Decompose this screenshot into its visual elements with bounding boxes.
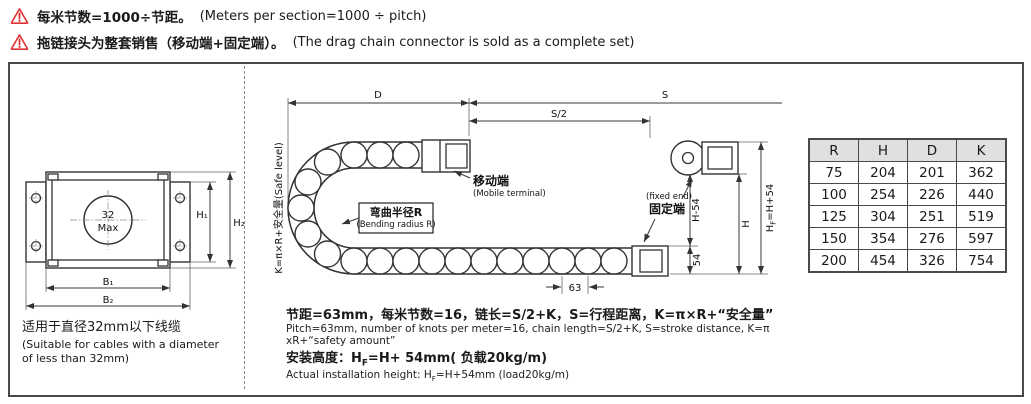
col-header-d: D — [907, 138, 957, 162]
warning-text-zh: 每米节数=1000÷节距。 — [37, 10, 192, 26]
table-row: 75 204 201 362 — [808, 161, 1007, 184]
cell: 75 — [808, 161, 859, 184]
caption-en-line2: of less than 32mm) — [22, 352, 130, 366]
cell: 254 — [858, 183, 908, 206]
cell: 354 — [858, 227, 908, 250]
dim-h-label: H — [741, 220, 752, 228]
dim-b1-label: B₁ — [103, 277, 114, 288]
cell: 326 — [907, 249, 957, 273]
table-row: 150 354 276 597 — [808, 227, 1007, 250]
cell: 251 — [907, 205, 957, 228]
width-dimensions: B₁ B₂ — [25, 262, 191, 310]
bend-label-en: (Bending radius R) — [356, 220, 435, 230]
warning-text-en: (The drag chain connector is sold as a c… — [292, 34, 635, 50]
dim-hf-label: HF=H+54 — [765, 184, 778, 233]
mobile-terminal-label: 移动端 (Mobile terminal) — [453, 170, 546, 199]
warning-text-zh: 拖链接头为整套销售（移动端+固定端）。 — [37, 36, 285, 52]
dim-d-label: D — [374, 90, 382, 101]
dim-s: S — [469, 90, 782, 106]
cell: 125 — [808, 205, 859, 228]
cell: 597 — [956, 227, 1007, 250]
warning-icon — [10, 8, 29, 24]
dim-b2-label: B₂ — [103, 295, 114, 306]
cell: 200 — [808, 249, 859, 273]
mobile-end-bracket — [421, 139, 471, 173]
k-formula-label: K=π×R+安全量(Safe level) — [272, 142, 285, 274]
mobile-label-zh: 移动端 — [473, 173, 509, 188]
cable-max-unit: Max — [98, 223, 119, 234]
table-header-row: R H D K — [808, 138, 1007, 162]
warning-icon — [10, 34, 29, 50]
col-header-k: K — [956, 138, 1007, 162]
cell: 204 — [858, 161, 908, 184]
warning-row-1: 每米节数=1000÷节距。 (Meters per section=1000 ÷… — [10, 5, 426, 27]
mounting-flanges — [25, 181, 191, 263]
cell: 519 — [956, 205, 1007, 228]
table-row: 100 254 226 440 — [808, 183, 1007, 206]
fixed-end-bracket — [631, 245, 669, 277]
bending-radius-callout: 弯曲半径R (Bending radius R) — [341, 202, 436, 234]
height-dimensions: H₁ H₂ — [170, 171, 245, 269]
cell: 304 — [858, 205, 908, 228]
pitch-formula-en: Pitch=63mm, number of knots per meter=16… — [286, 323, 770, 347]
dim-s2-label: S/2 — [551, 109, 567, 120]
dim-s2: S/2 — [469, 109, 651, 138]
dim-h2-label: H₂ — [233, 218, 245, 229]
k-formula-text: K=π×R+安全量(Safe level) — [272, 142, 285, 274]
install-height-en: Actual installation height: HF=H+54mm (l… — [286, 368, 570, 383]
caption-zh: 适用于直径32mm以下线缆 — [22, 320, 181, 335]
mobile-label-en: (Mobile terminal) — [473, 189, 546, 199]
cell: 454 — [858, 249, 908, 273]
fixed-label-en: (fixed end) — [646, 192, 692, 202]
dim-63: 63 — [546, 276, 604, 294]
pitch-formula-zh: 节距=63mm，每米节数=16，链长=S/2+K，S=行程距离，K=π×R+“安… — [286, 308, 774, 323]
warning-row-2: 拖链接头为整套销售（移动端+固定端）。 (The drag chain conn… — [10, 31, 635, 53]
warning-text-en: (Meters per section=1000 ÷ pitch) — [199, 8, 427, 24]
dim-63-label: 63 — [569, 283, 582, 294]
table-row: 125 304 251 519 — [808, 205, 1007, 228]
dim-h1-label: H₁ — [196, 210, 208, 221]
col-header-r: R — [808, 138, 859, 162]
dim-s-label: S — [662, 90, 668, 101]
table-row: 200 454 326 754 — [808, 249, 1007, 273]
left-caption: 适用于直径32mm以下线缆 (Suitable for cables with … — [22, 316, 244, 367]
section-divider — [244, 66, 245, 389]
dim-54-label: 54 — [692, 254, 703, 267]
cell: 362 — [956, 161, 1007, 184]
bend-label-zh: 弯曲半径R — [370, 205, 423, 219]
cell: 100 — [808, 183, 859, 206]
connector-top-view-drawing: 32 Max H₁ H₂ B₁ — [25, 171, 245, 310]
dim-h54-label: H-54 — [691, 198, 702, 222]
caption-en-line1: (Suitable for cables with a diameter — [22, 338, 220, 351]
dimension-table: R H D K 75 204 201 362 100 254 226 440 — [808, 138, 1007, 273]
cell: 754 — [956, 249, 1007, 273]
drag-chain-diagram: D S S/2 — [272, 90, 782, 294]
cable-diameter-circle: 32 Max — [70, 190, 146, 250]
col-header-h: H — [858, 138, 908, 162]
height-dims: H-54 54 H HF=H+54 — [668, 141, 778, 275]
cell: 201 — [907, 161, 957, 184]
fixed-end-label: (fixed end) 固定端 — [643, 178, 693, 243]
chain-links — [287, 141, 628, 275]
formula-notes: 节距=63mm，每米节数=16，链长=S/2+K，S=行程距离，K=π×R+“安… — [286, 304, 816, 383]
cell: 226 — [907, 183, 957, 206]
fixed-end-detail — [670, 140, 739, 176]
cell: 150 — [808, 227, 859, 250]
cable-max-value: 32 — [102, 210, 115, 221]
fixed-label-zh: 固定端 — [649, 201, 685, 216]
main-panel: 32 Max H₁ H₂ B₁ — [8, 62, 1024, 397]
cell: 440 — [956, 183, 1007, 206]
cell: 276 — [907, 227, 957, 250]
install-height-zh: 安装高度：HF=H+ 54mm( 负载20kg/m) — [286, 351, 548, 369]
